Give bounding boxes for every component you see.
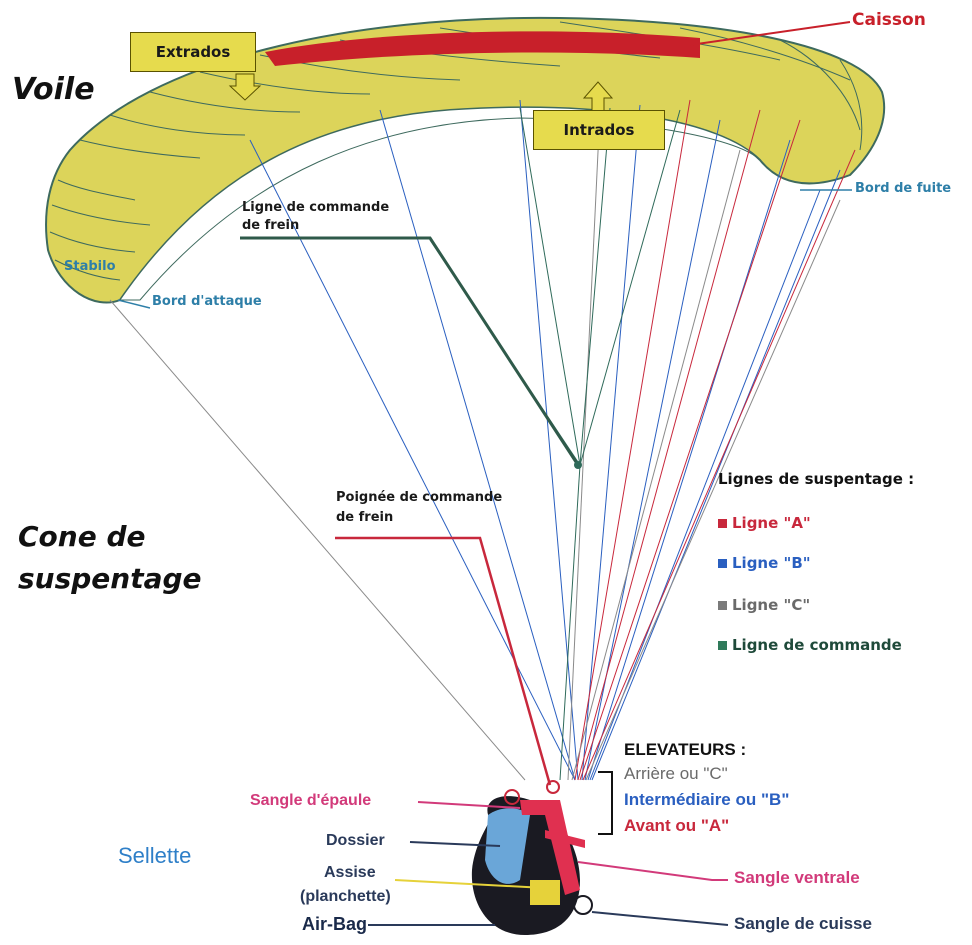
sangle-ventrale-label: Sangle ventrale [734,868,860,888]
cone-label-1: Cone de [18,520,146,553]
sellette-label: Sellette [118,843,191,869]
legend-item-a-label: Ligne "A" [732,514,811,532]
bord-attaque-leader [118,300,150,308]
bord-de-fuite-label: Bord de fuite [855,181,951,196]
elevateur-arriere: Arrière ou "C" [624,764,728,784]
sangle-cuisse-leader [592,912,728,925]
legend-item-b-label: Ligne "B" [732,554,811,572]
caisson-label: Caisson [852,10,926,30]
legend-swatch-b [718,559,727,568]
cone-label-2: suspentage [18,562,202,595]
legend-item-c-label: Ligne "C" [732,596,810,614]
voile-label: Voile [12,72,95,107]
bord-attaque-label: Bord d'attaque [152,294,262,309]
extrados-box: Extrados [130,32,256,72]
legend-item-c: Ligne "C" [718,596,810,614]
legend-item-b: Ligne "B" [718,554,811,572]
legend-item-command-label: Ligne de commande [732,636,902,654]
poignee-leader [335,538,550,785]
brake-line-label-2: de frein [242,218,299,233]
legend-swatch-c [718,601,727,610]
elevateurs-title: ELEVATEURS : [624,740,746,760]
assise-label-1: Assise [324,864,376,882]
legend-item-a: Ligne "A" [718,514,811,532]
sangle-epaule-label: Sangle d'épaule [250,792,371,810]
legend-swatch-a [718,519,727,528]
stabilo-label: Stabilo [64,259,116,274]
legend-title: Lignes de suspentage : [718,470,914,488]
sangle-ventrale-leader [578,862,728,880]
dossier-label: Dossier [326,832,385,850]
legend-swatch-command [718,641,727,650]
elevateurs-bracket [598,772,612,834]
assise-label-2: (planchette) [300,888,391,906]
elevateur-intermediaire: Intermédiaire ou "B" [624,790,789,810]
poignee-label-1: Poignée de commande [336,490,502,505]
legend-item-command: Ligne de commande [718,636,902,654]
elevateur-avant: Avant ou "A" [624,816,729,836]
intrados-box: Intrados [533,110,665,150]
sangle-cuisse-label: Sangle de cuisse [734,914,872,934]
brake-line-label-1: Ligne de commande [242,200,389,215]
poignee-label-2: de frein [336,510,393,525]
harness [472,781,592,935]
brake-line-leader [240,238,578,465]
air-bag-label: Air-Bag [302,914,367,935]
